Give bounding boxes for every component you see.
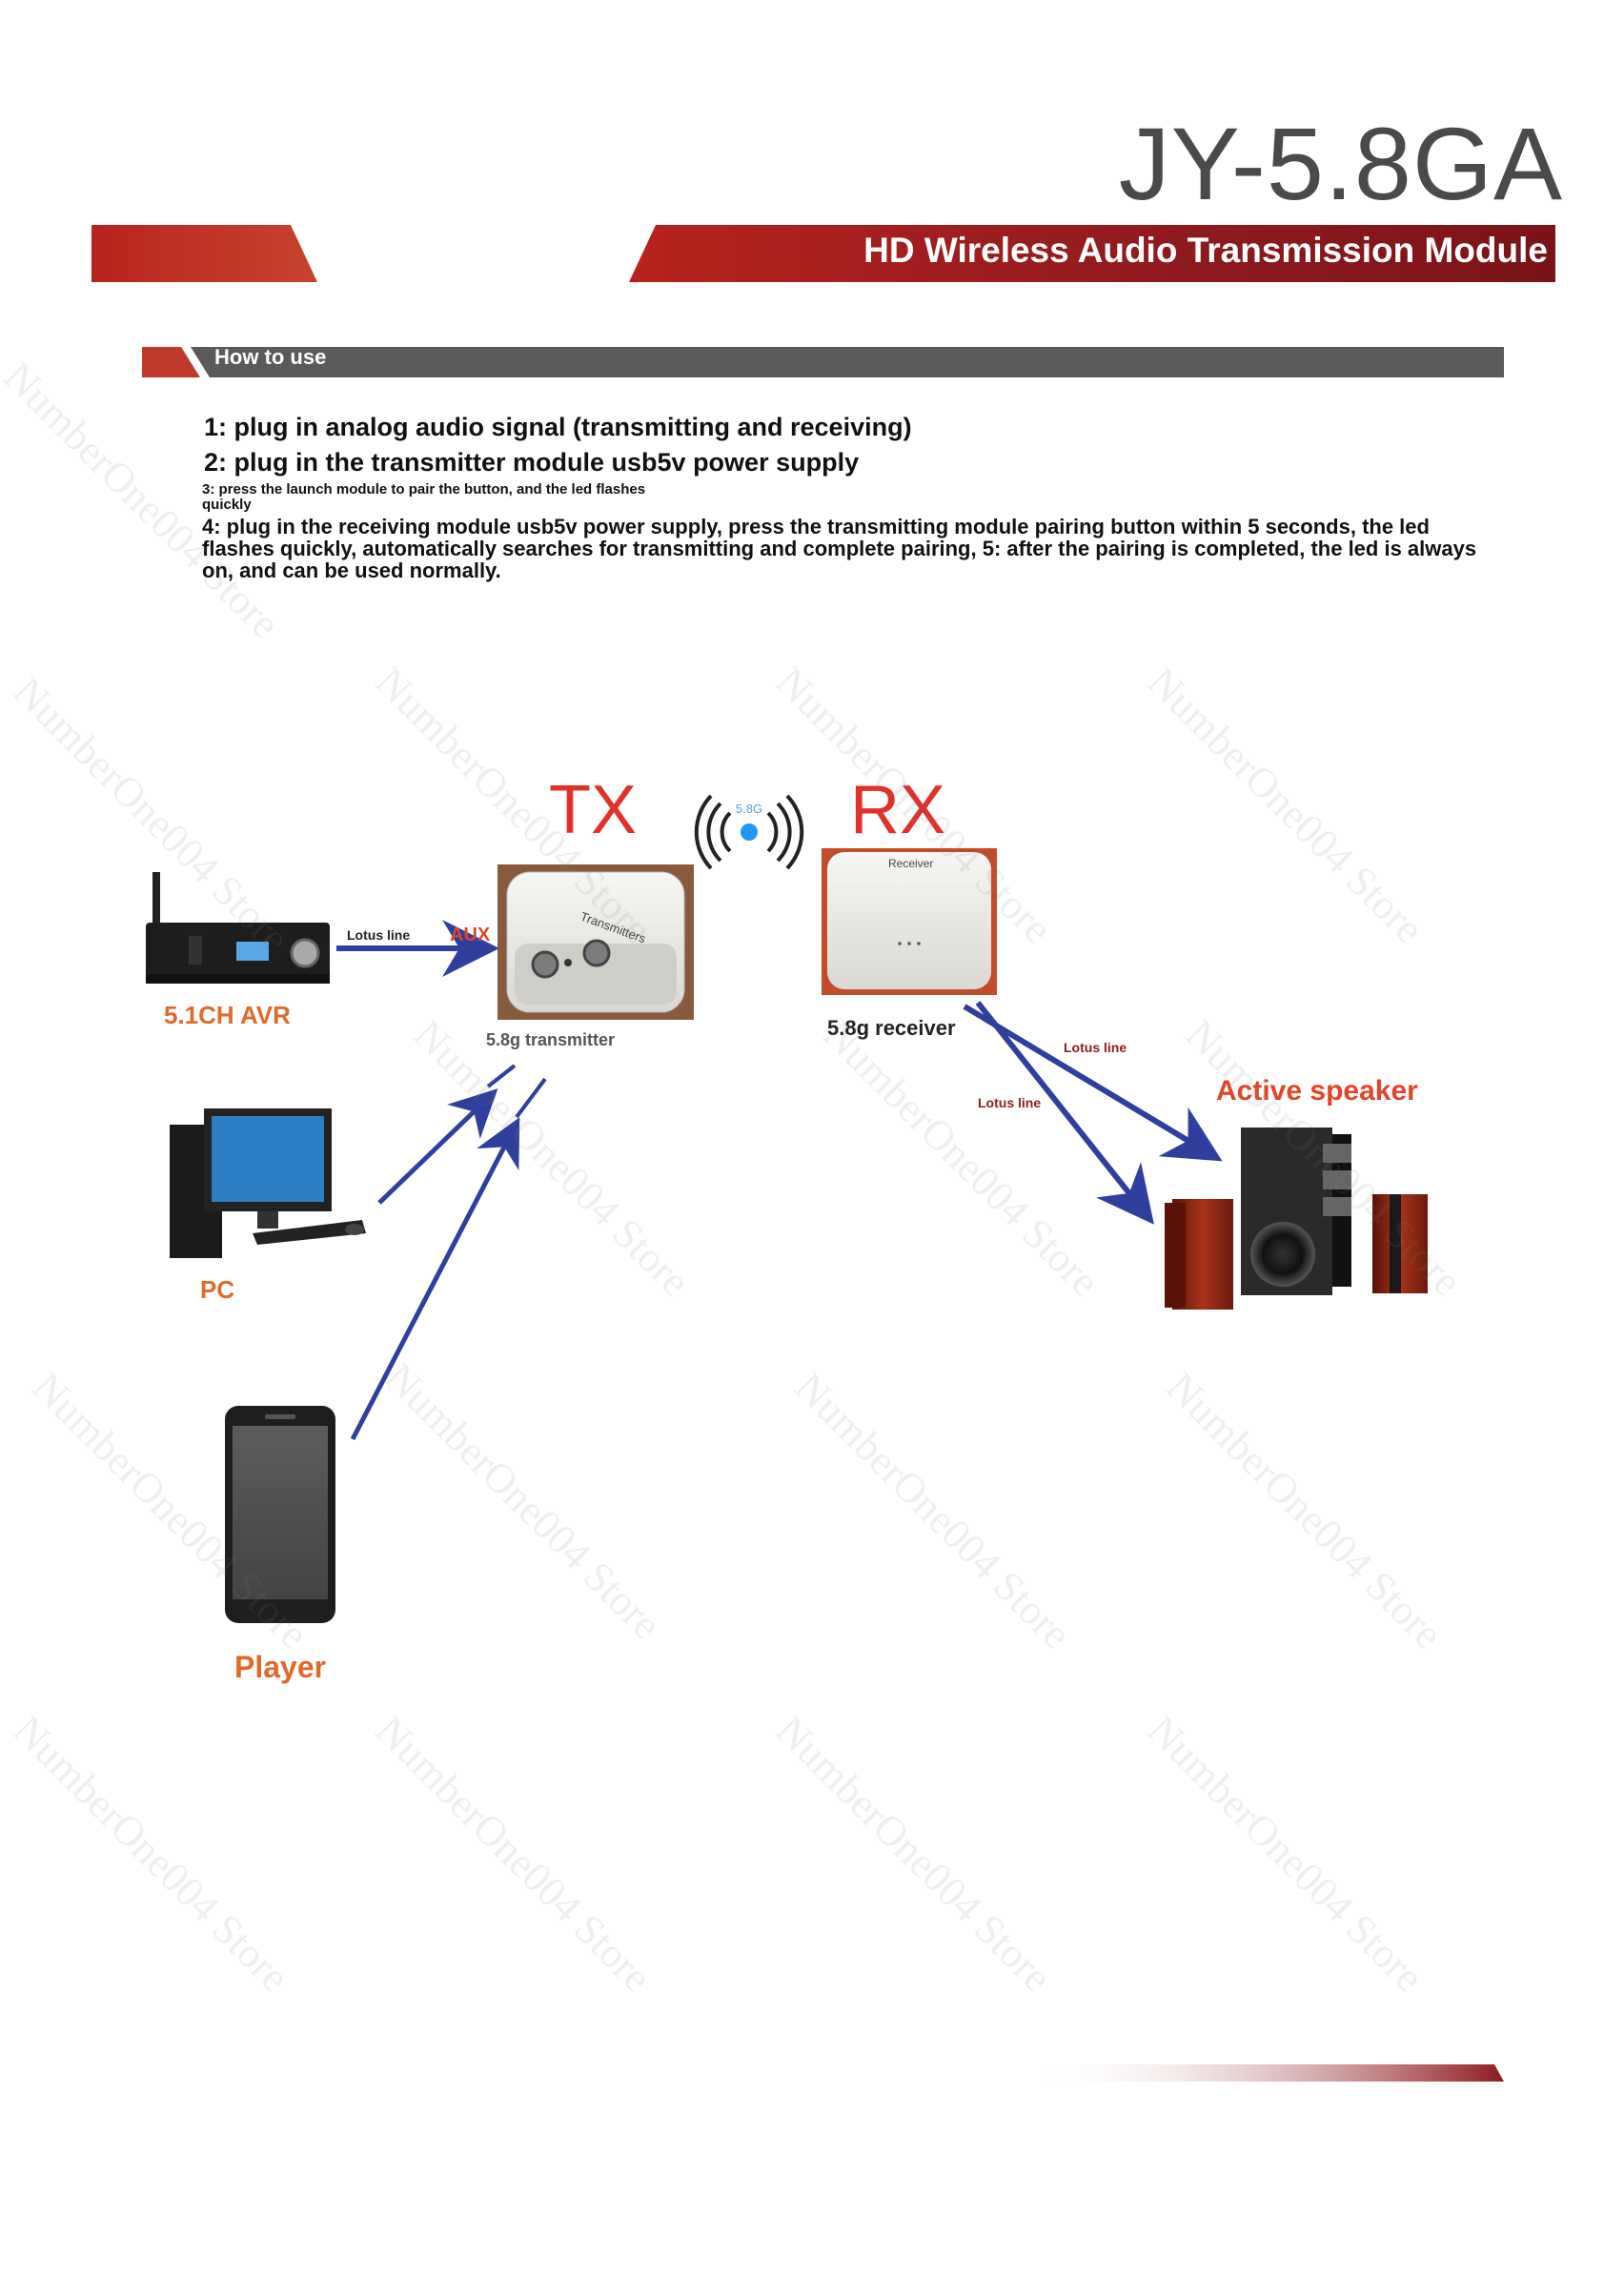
header-banner — [91, 225, 1555, 377]
lotus-line-label-1: Lotus line — [1064, 1040, 1127, 1055]
howto-label: How to use — [214, 345, 327, 369]
speaker-label: Active speaker — [1216, 1075, 1418, 1107]
step-1: 1: plug in analog audio signal (transmit… — [204, 413, 912, 441]
signal-badge: 5.8G — [736, 802, 762, 816]
receiver-device-text: Receiver — [888, 857, 933, 870]
receiver-caption: 5.8g receiver — [827, 1016, 956, 1040]
arrow-tx-to-tx-top-2 — [515, 1077, 547, 1119]
wireless-signal-icon: 5.8G — [694, 794, 804, 870]
rx-label: RX — [850, 772, 946, 848]
arrow-pc-to-tx — [377, 1088, 498, 1205]
howto-bar-red — [142, 347, 200, 377]
pc-device — [170, 1108, 366, 1258]
player-device — [225, 1406, 335, 1623]
step-2: 2: plug in the transmitter module usb5v … — [204, 448, 860, 477]
lotus-line-avr-label: Lotus line — [347, 927, 411, 943]
arrow-player-to-tx — [350, 1117, 520, 1441]
pc-label: PC — [200, 1275, 235, 1304]
howto-bar-dark — [191, 347, 1504, 377]
tx-label: TX — [549, 772, 638, 848]
model-title: JY-5.8GA — [1118, 106, 1563, 221]
player-label: Player — [234, 1650, 327, 1684]
aux-label: AUX — [450, 924, 491, 945]
lotus-line-label-2: Lotus line — [978, 1095, 1042, 1110]
banner-right-segment — [629, 225, 1555, 282]
avr-device — [146, 872, 330, 984]
banner-subtitle: HD Wireless Audio Transmission Module — [863, 231, 1548, 270]
banner-left-segment — [91, 225, 317, 282]
arrow-tx-to-tx-top-1 — [486, 1064, 517, 1088]
receiver-photo: Receiver — [822, 848, 997, 995]
step-4: 4: plug in the receiving module usb5v po… — [202, 515, 1477, 582]
arrow-rx-to-speaker-2 — [975, 1001, 1154, 1225]
transmitter-photo: Transmitters — [497, 864, 694, 1020]
step-3: 3: press the launch module to pair the b… — [202, 481, 646, 513]
avr-label: 5.1CH AVR — [164, 1001, 291, 1029]
arrow-rx-to-speaker-1 — [963, 1004, 1223, 1162]
active-speaker-device — [1165, 1128, 1428, 1310]
footer-accent — [1029, 2064, 1504, 2082]
transmitter-caption: 5.8g transmitter — [486, 1030, 616, 1049]
